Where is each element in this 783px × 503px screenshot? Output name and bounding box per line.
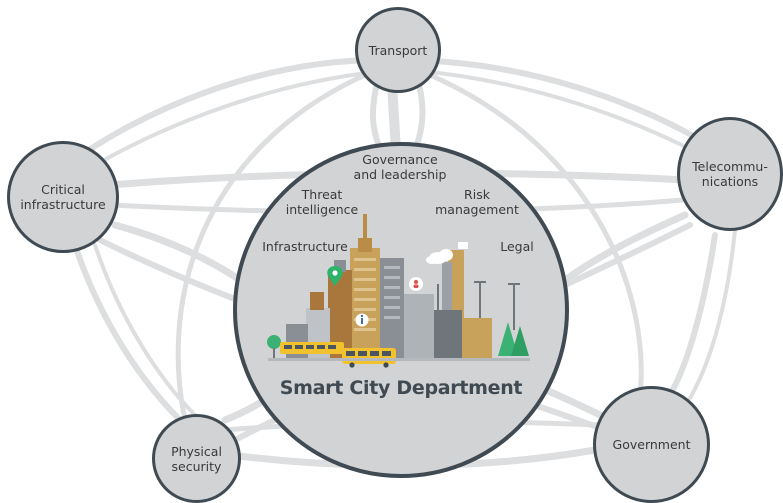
node-critical-infrastructure: Critical infrastructure [7,141,119,253]
link-critical-physical [72,242,183,423]
link-transport-telecom [397,57,728,158]
link-telecom-government-2 [688,228,737,400]
link-transport-center-3 [413,77,426,151]
tree-trunk [273,348,275,358]
building [310,292,324,310]
link-transport-critical [57,57,383,173]
tree [498,322,518,356]
building [350,248,380,360]
node-critical-infrastructure-label: Critical infrastructure [20,182,106,212]
ground [268,358,530,361]
chat-icon [458,242,468,249]
link-transport-center [387,80,401,155]
link-telecom-government [667,232,718,398]
person-pin-icon [409,277,423,291]
tree [267,335,281,349]
spire [363,214,367,242]
building [404,294,434,360]
node-physical-security-label: Physical security [171,443,222,474]
node-telecommunications: Telecommu- nications [677,117,783,231]
node-telecommunications-label: Telecommu- nications [692,159,768,189]
link-telecom-center [561,211,689,284]
link-critical-center [111,221,244,284]
location-pin-icon [327,266,343,286]
node-transport: Transport [355,7,441,93]
building [462,318,492,360]
node-government-label: Government [612,437,691,452]
link-transport-center-2 [369,77,383,151]
label-governance: Governance and leadership [353,152,447,182]
link-transport-physical [175,72,368,423]
node-government: Government [593,386,710,503]
center-title: Smart City Department [279,377,523,399]
tree [511,326,529,356]
label-legal: Legal [500,239,534,254]
label-threat-intelligence: Threat intelligence [285,187,359,217]
label-infrastructure: Infrastructure [262,239,348,254]
link-transport-government [427,72,644,398]
node-transport-label: Transport [368,42,428,58]
info-pin-icon [355,313,369,327]
building [358,238,372,252]
label-risk-management: Risk management [435,187,519,217]
city-illustration [267,214,530,368]
node-physical-security: Physical security [152,414,241,503]
cloud-icon [426,249,453,264]
